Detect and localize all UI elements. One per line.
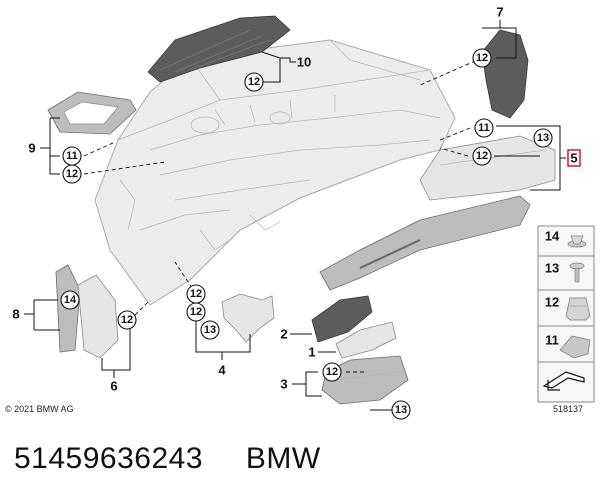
callout-12-low-left: 12 (117, 310, 137, 330)
part-number-5: 5 (570, 151, 577, 166)
callout-12-top: 12 (244, 72, 264, 92)
clip-12-icon (565, 297, 591, 321)
callout-13-right-label: 13 (537, 132, 549, 144)
callout-12-left-label: 12 (66, 168, 78, 180)
callout-13-bottom: 13 (391, 400, 411, 420)
part-7-trim (481, 29, 529, 119)
trim-bar (319, 195, 531, 291)
callout-12-bottom-label: 12 (326, 366, 338, 378)
footer: 51459636243 BMW (14, 442, 321, 476)
legend-13: 13 (545, 261, 559, 276)
part-number: 51459636243 (14, 442, 204, 475)
callout-13-right: 13 (533, 128, 553, 148)
part-number-6: 6 (110, 379, 117, 394)
part-number-1: 1 (308, 345, 315, 360)
callout-12-low-left-label: 12 (121, 314, 133, 326)
part-6-trim (77, 274, 119, 359)
part-9-frame (47, 91, 137, 135)
clip-14-icon (567, 235, 587, 248)
parts-diagram: 12 12 11 13 12 11 12 14 12 12 12 13 (12, 5, 595, 420)
leader-lines (24, 20, 566, 411)
callout-12-mid-label: 12 (476, 150, 488, 162)
callout-13-center-label: 13 (204, 324, 216, 336)
part-number-5-box: 5 (567, 149, 581, 167)
clip-11-icon (559, 335, 591, 359)
callout-11-right: 11 (474, 118, 494, 138)
callout-12-right: 12 (472, 48, 492, 68)
callout-12-left: 12 (62, 164, 82, 184)
legend-14: 14 (545, 229, 560, 244)
callout-13-center: 13 (200, 320, 220, 340)
callout-12-center2: 12 (186, 302, 206, 322)
copyright-text: © 2021 BMW AG (5, 404, 74, 414)
part-number-7: 7 (496, 5, 503, 20)
callout-14-left-label: 14 (64, 294, 77, 306)
part-number-9: 9 (28, 141, 35, 156)
part-number-8: 8 (12, 307, 19, 322)
fastener-legend: 14 13 12 11 (537, 225, 595, 403)
screw-13-icon (569, 262, 585, 283)
part-number-3: 3 (280, 377, 287, 392)
callout-12-center: 12 (186, 284, 206, 304)
callout-12-mid: 12 (472, 146, 492, 166)
part-1-trim (335, 321, 397, 359)
part-number-2: 2 (280, 327, 287, 342)
part-number-10: 10 (297, 55, 311, 70)
callout-11-right-label: 11 (478, 122, 490, 134)
part-10-grille (147, 15, 291, 83)
brand-name: BMW (245, 442, 321, 475)
part-2-cover (311, 295, 373, 343)
callout-11-left: 11 (62, 146, 82, 166)
callout-12-center2-label: 12 (190, 306, 202, 318)
callout-14-left: 14 (60, 290, 80, 310)
legend-11: 11 (545, 333, 559, 348)
part-4-bracket (221, 293, 275, 343)
part-number-4: 4 (218, 363, 226, 378)
callout-11-left-label: 11 (66, 150, 78, 162)
document-id: 518137 (553, 404, 584, 414)
overview-arrow-icon (542, 371, 585, 391)
dashboard-body (94, 39, 456, 306)
callout-12-center-label: 12 (190, 288, 202, 300)
callout-12-bottom: 12 (322, 362, 342, 382)
legend-12: 12 (545, 295, 559, 310)
callout-12-top-label: 12 (248, 76, 260, 88)
callout-12-right-label: 12 (476, 52, 488, 64)
part-3-console (321, 355, 409, 405)
callout-13-bottom-label: 13 (395, 404, 407, 416)
